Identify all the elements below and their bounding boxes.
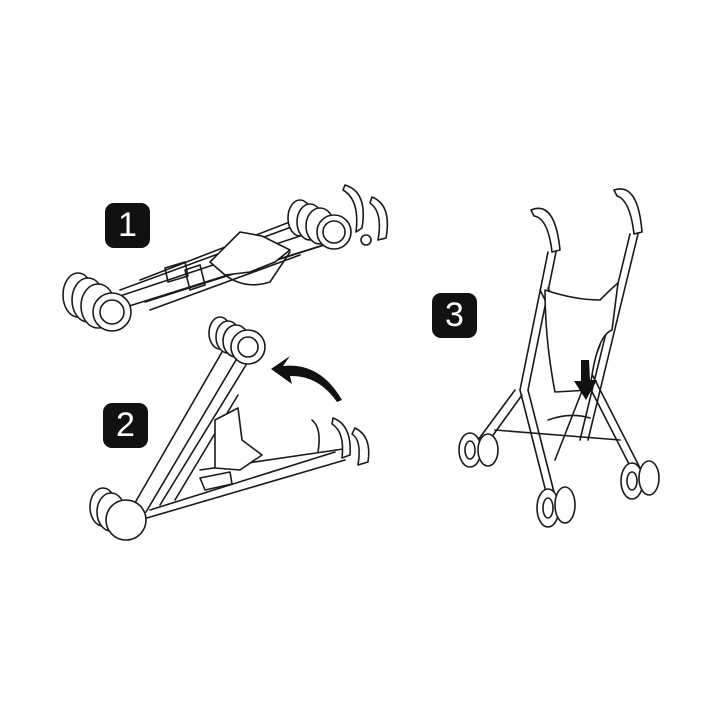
step-1-badge: 1 (105, 203, 150, 248)
step-1-illustration (62, 184, 389, 332)
down-arrow-icon (574, 360, 597, 400)
step-3-illustration (458, 188, 660, 528)
step-2-illustration (89, 316, 370, 541)
step-2-badge: 2 (103, 403, 148, 448)
curved-arrow-icon (271, 356, 342, 402)
step-3-badge: 3 (432, 293, 477, 338)
